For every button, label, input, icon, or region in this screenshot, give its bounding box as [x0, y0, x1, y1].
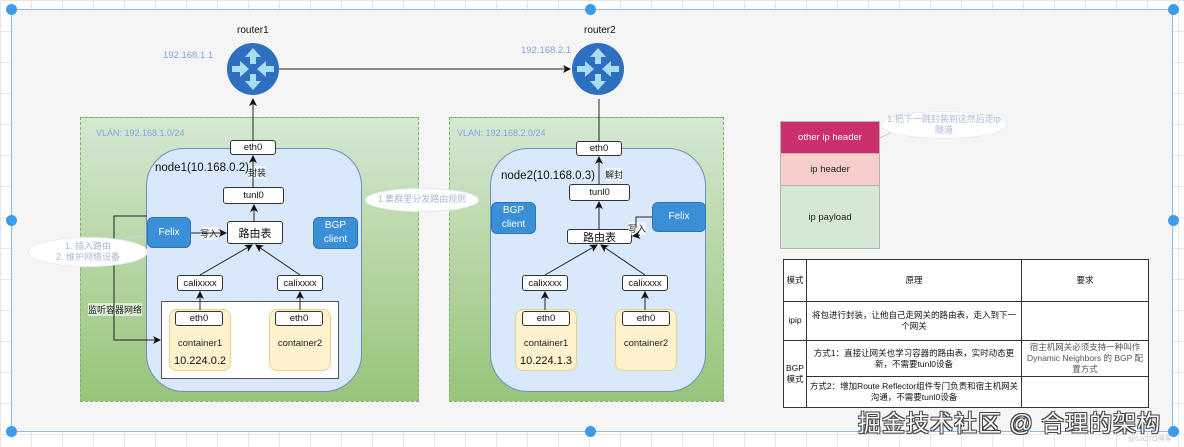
- node2-route-table[interactable]: 路由表: [567, 229, 632, 244]
- node1-cali2-to-route: [255, 244, 301, 276]
- packet-note-line1: 1.把下一跳封装到这然后走ip: [887, 113, 1001, 124]
- packet-layer-ip-payload[interactable]: ip payload: [780, 186, 880, 249]
- router2-label: router2: [584, 25, 616, 36]
- router1-icon[interactable]: [227, 43, 279, 95]
- container2-name: container2: [277, 338, 323, 349]
- felix-monitor-link: [113, 215, 161, 344]
- router1-ip: 192.168.1.1: [163, 50, 214, 61]
- node2-cali2-to-route: [600, 244, 646, 276]
- header-principle: 原理: [806, 259, 1022, 302]
- felix-note-line1: 1. 插入路由: [64, 240, 111, 251]
- container1-eth0[interactable]: eth0: [522, 311, 570, 326]
- node1-eth0[interactable]: eth0: [230, 140, 276, 155]
- ipip-principle: 将包进行封装，让他自己走网关的路由表，走入到下一个网关: [806, 301, 1022, 341]
- credit-text: @51CTO博客: [1128, 436, 1172, 443]
- container1-name: container1: [523, 338, 569, 349]
- container1-ip: 10.224.0.2: [174, 355, 226, 367]
- bgp-mode: BGP模式: [783, 339, 807, 409]
- bgp-label-line2: client: [323, 234, 348, 245]
- router2-ip: 192.168.2.1: [521, 45, 572, 56]
- node1-bgp-client[interactable]: BGP client: [313, 217, 358, 249]
- header-mode: 模式: [783, 259, 807, 302]
- packet-structure: other ip header ip header ip payload: [780, 121, 880, 249]
- container1-eth0[interactable]: eth0: [175, 311, 223, 326]
- resize-handle-top-left[interactable]: [6, 4, 17, 15]
- bgp-method2-requirement: [1021, 376, 1149, 409]
- bgp-note-callout[interactable]: 1.集群里分发路由规则: [366, 189, 478, 211]
- node2-cali1-to-route: [544, 244, 598, 276]
- node1-route-table[interactable]: 路由表: [227, 221, 283, 244]
- resize-handle-bottom[interactable]: [585, 426, 596, 437]
- resize-handle-top-right[interactable]: [1168, 4, 1179, 15]
- node2-container1[interactable]: eth0 container1 10.224.1.3: [515, 309, 577, 371]
- packet-note-tail: [879, 131, 893, 139]
- header-requirement: 要求: [1021, 259, 1149, 302]
- container2-name: container2: [623, 338, 669, 349]
- node1-title: node1(10.168.0.2): [155, 162, 249, 174]
- node2-eth0[interactable]: eth0: [576, 141, 622, 156]
- bgp-method2: 方式2：增加Route Reflector组件专门负责和宿主机网关沟通，不需要t…: [806, 376, 1022, 409]
- router2-icon[interactable]: [572, 43, 624, 95]
- node1-cali1-to-route: [199, 244, 253, 276]
- bgp-label-line1: BGP: [502, 205, 525, 216]
- node2-container2[interactable]: eth0 container2: [615, 309, 677, 371]
- node2-felix-to-route: [635, 216, 652, 228]
- resize-handle-bottom-right[interactable]: [1168, 426, 1179, 437]
- bgp-label-line2: client: [501, 219, 526, 230]
- bgp-method1-requirement: 宿主机网关必须支持一种叫作 Dynamic Neighbors 的 BGP 配置…: [1021, 339, 1149, 378]
- node2-tunl0[interactable]: tunl0: [569, 184, 630, 201]
- node1-felix[interactable]: Felix: [147, 217, 191, 248]
- resize-handle-top[interactable]: [585, 4, 596, 15]
- resize-handle-right[interactable]: [1168, 215, 1179, 226]
- container2-eth0[interactable]: eth0: [622, 311, 670, 326]
- node1-container1[interactable]: eth0 container1 10.224.0.2: [169, 309, 231, 371]
- node1-cali2[interactable]: calixxxx: [277, 275, 323, 291]
- node1-cali1[interactable]: calixxxx: [177, 275, 223, 291]
- bgp-label-line1: BGP: [324, 220, 347, 231]
- node2-cali1[interactable]: calixxxx: [522, 275, 568, 291]
- ipip-mode: ipip: [783, 301, 807, 341]
- packet-layer-ip-header[interactable]: ip header: [780, 154, 880, 186]
- node1-container2[interactable]: eth0 container2: [269, 309, 331, 371]
- vlan1-label: VLAN: 192.168.1.0/24: [96, 128, 185, 138]
- mode-comparison-table: 模式 原理 要求 ipip 将包进行封装，让他自己走网关的路由表，走入到下一个网…: [783, 259, 1149, 409]
- node2-cali2[interactable]: calixxxx: [622, 275, 668, 291]
- node2-felix-arrowhead: [632, 231, 641, 239]
- container2-eth0[interactable]: eth0: [275, 311, 323, 326]
- watermark-text: 掘金技术社区 @ 合理的架构: [858, 410, 1162, 436]
- ipip-requirement: [1021, 301, 1149, 341]
- vlan2-label: VLAN: 192.168.2.0/24: [457, 128, 546, 138]
- table-header-row: 模式 原理 要求: [783, 259, 1149, 302]
- packet-note-line2: 隧道: [934, 125, 953, 135]
- resize-handle-left[interactable]: [6, 215, 17, 226]
- table-row: ipip 将包进行封装，让他自己走网关的路由表，走入到下一个网关: [783, 301, 1149, 341]
- node1-tunl0[interactable]: tunl0: [223, 187, 284, 204]
- node2-felix[interactable]: Felix: [652, 202, 706, 232]
- container1-ip: 10.224.1.3: [520, 355, 572, 367]
- node2-bgp-client[interactable]: BGP client: [491, 202, 536, 234]
- table-row: 方式2：增加Route Reflector组件专门负责和宿主机网关沟通，不需要t…: [784, 376, 1149, 409]
- monitor-container-network-label: 监听容器网络: [88, 303, 143, 316]
- node2-decap-label: 解封: [605, 168, 624, 181]
- resize-handle-bottom-left[interactable]: [6, 426, 17, 437]
- felix-note-tail: [124, 235, 144, 239]
- container1-name: container1: [177, 338, 223, 349]
- packet-layer-other-ip-header[interactable]: other ip header: [780, 121, 880, 154]
- bgp-method1: 方式1：直接让网关也学习容器的路由表，实时动态更新，不需要tunl0设备: [806, 339, 1022, 378]
- node2-title: node2(10.168.0.3): [501, 170, 595, 182]
- felix-note-line2: 2. 维护网络设备: [55, 252, 120, 262]
- table-row: BGP模式 方式1：直接让网关也学习容器的路由表，实时动态更新，不需要tunl0…: [783, 339, 1149, 409]
- router1-label: router1: [237, 25, 269, 36]
